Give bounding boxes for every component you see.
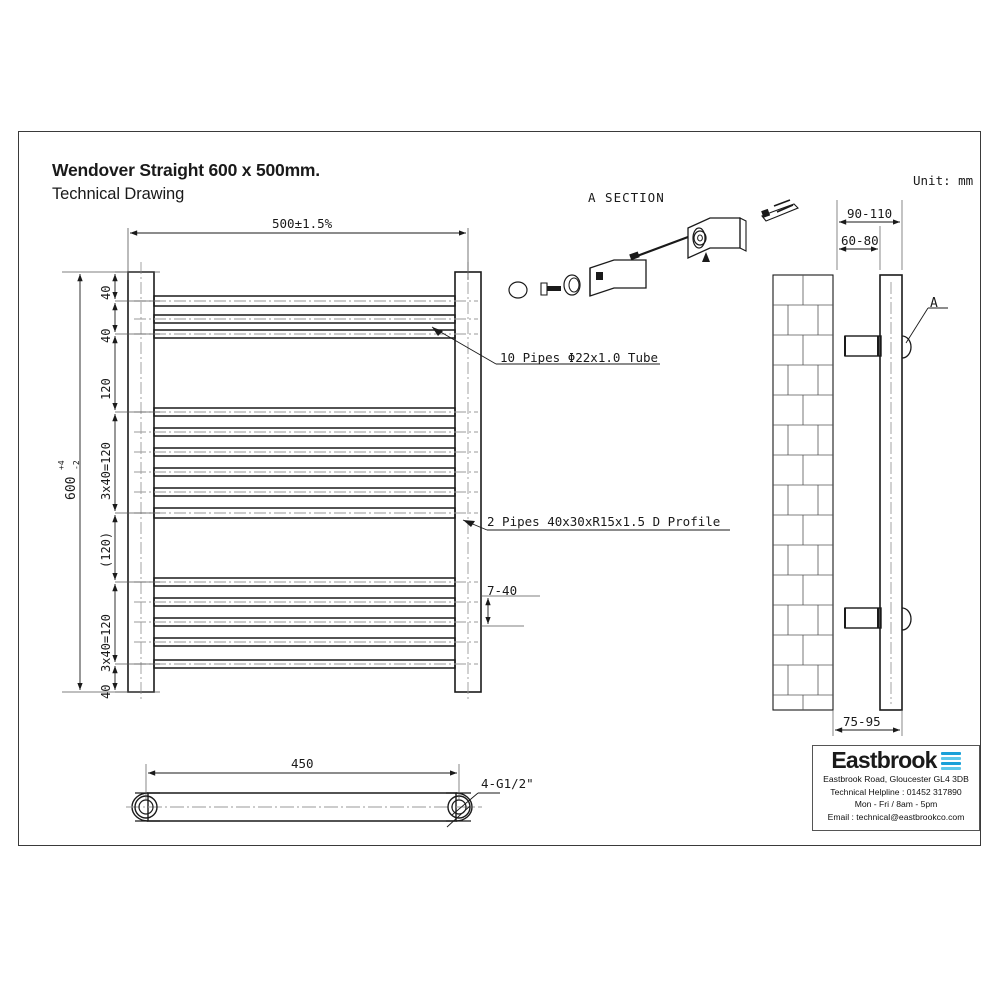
dimension-v-3x40-lower: 3x40=120 [99, 614, 113, 672]
dimension-plan-thread: 4-G1/2" [481, 776, 534, 791]
dimension-v-40-top: 40 [99, 285, 113, 300]
unit-label: Unit: mm [913, 173, 974, 188]
company-title-block: Eastbrook Eastbrook Road, Gloucester GL4… [812, 745, 980, 831]
company-logo: Eastbrook [813, 746, 979, 772]
dimension-side-bottom: 75-95 [843, 714, 881, 729]
dimension-offset-7-40: 7-40 [487, 583, 518, 598]
company-email: Email : technical@eastbrookco.com [827, 811, 965, 822]
dimension-front-height-tol-lower: -2 [72, 460, 81, 470]
dimension-front-height: 600 [64, 476, 79, 500]
page-subtitle: Technical Drawing [52, 185, 185, 203]
section-view-label: A SECTION [588, 190, 665, 205]
dimension-v-40-second: 40 [99, 328, 113, 343]
drawing-frame-border [18, 131, 981, 846]
note-profile-pipes: 2 Pipes 40x30xR15x1.5 D Profile [487, 514, 721, 529]
dimension-v-3x40-upper: 3x40=120 [99, 442, 113, 500]
company-helpline: Technical Helpline : 01452 317890 [830, 786, 962, 797]
dimension-side-total-depth: 90-110 [847, 206, 893, 221]
dimension-v-120: 120 [99, 378, 113, 400]
note-round-pipes: 10 Pipes Φ22x1.0 Tube [500, 350, 659, 365]
company-hours: Mon - Fri / 8am - 5pm [854, 799, 938, 809]
dimension-v-120-bracket: (120) [99, 531, 113, 568]
dimension-plan-width: 450 [291, 756, 314, 771]
detail-callout-a: A [930, 296, 938, 311]
page-title: Wendover Straight 600 x 500mm. [52, 160, 320, 180]
eastbrook-wave-logo-icon [940, 751, 961, 770]
dimension-front-height-tol-upper: +4 [57, 460, 66, 470]
company-address: Eastbrook Road, Gloucester GL4 3DB [823, 774, 969, 784]
dimension-v-40-bottom: 40 [99, 684, 113, 699]
dimension-side-bracket-depth: 60-80 [841, 233, 879, 248]
dimension-front-width: 500±1.5% [272, 216, 333, 231]
company-name: Eastbrook [831, 747, 937, 773]
